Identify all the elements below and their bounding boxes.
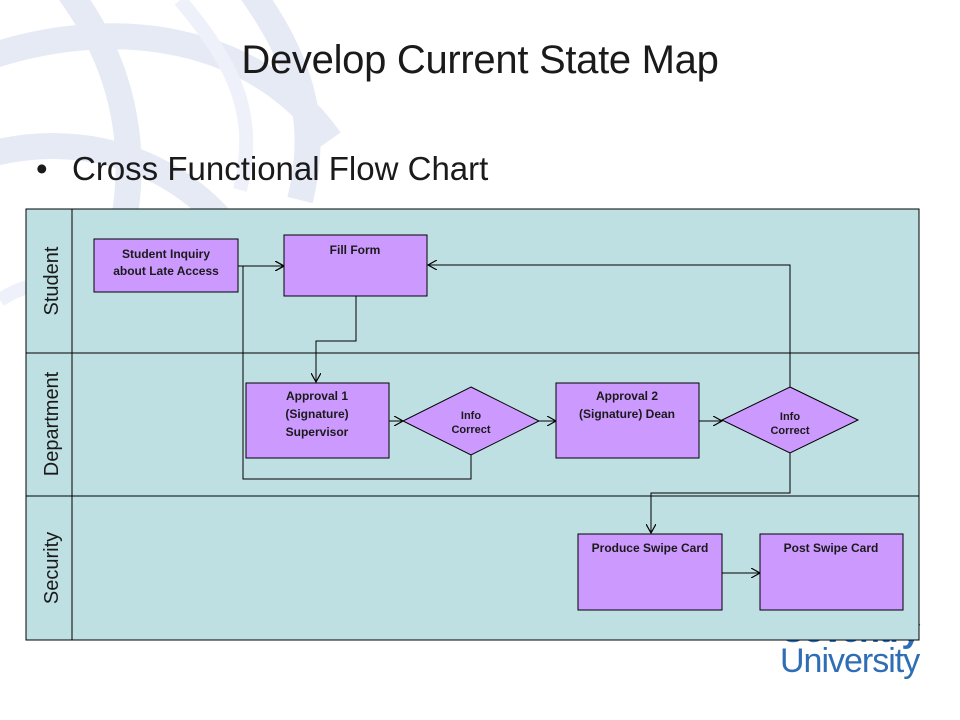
lane-label-security: Security: [41, 532, 63, 604]
node-approval-2: Approval 2 (Signature) Dean: [555, 382, 700, 459]
logo-line-2: University: [780, 642, 920, 680]
node-text: Fill Form: [330, 243, 381, 257]
node-produce-swipe-card: Produce Swipe Card: [577, 533, 723, 611]
node-approval-1: Approval 1 (Signature) Supervisor: [245, 382, 390, 459]
node-text: about Late Access: [113, 264, 219, 278]
node-text: Approval 1: [286, 389, 348, 403]
node-text: Correct: [451, 424, 490, 436]
node-text: Supervisor: [286, 425, 349, 439]
node-text: Produce Swipe Card: [592, 541, 709, 555]
node-student-inquiry: Student Inquiry about Late Access: [93, 238, 239, 293]
lane-label-student: Student: [41, 246, 63, 315]
node-text: Info: [780, 411, 800, 423]
slide-title: Develop Current State Map: [241, 38, 719, 82]
node-text: (Signature): [285, 407, 348, 421]
node-post-swipe-card: Post Swipe Card: [759, 533, 904, 611]
bullet-dot: •: [36, 150, 48, 187]
edge-info-correct-2-back-to-fill-form: [428, 265, 791, 387]
node-text: (Signature) Dean: [579, 407, 675, 421]
node-text: Approval 2: [596, 389, 658, 403]
edge-info-correct-1-back-to-fill-form: [242, 266, 472, 480]
node-info-correct-2: Info Correct: [720, 386, 860, 454]
node-text: Student Inquiry: [122, 247, 210, 261]
node-fill-form: Fill Form: [283, 234, 428, 297]
node-text: Post Swipe Card: [784, 541, 879, 555]
bullet-text: Cross Functional Flow Chart: [72, 150, 489, 187]
node-text: Info: [461, 410, 481, 422]
bullet-item: • Cross Functional Flow Chart: [36, 150, 488, 188]
node-text: Correct: [770, 425, 809, 437]
node-info-correct-1: Info Correct: [401, 386, 541, 456]
lane-label-department: Department: [41, 371, 63, 476]
edge-fill-form-to-approval1: [316, 296, 357, 382]
connectors: [238, 265, 791, 573]
edge-info-correct-2-to-produce-card: [651, 453, 791, 533]
